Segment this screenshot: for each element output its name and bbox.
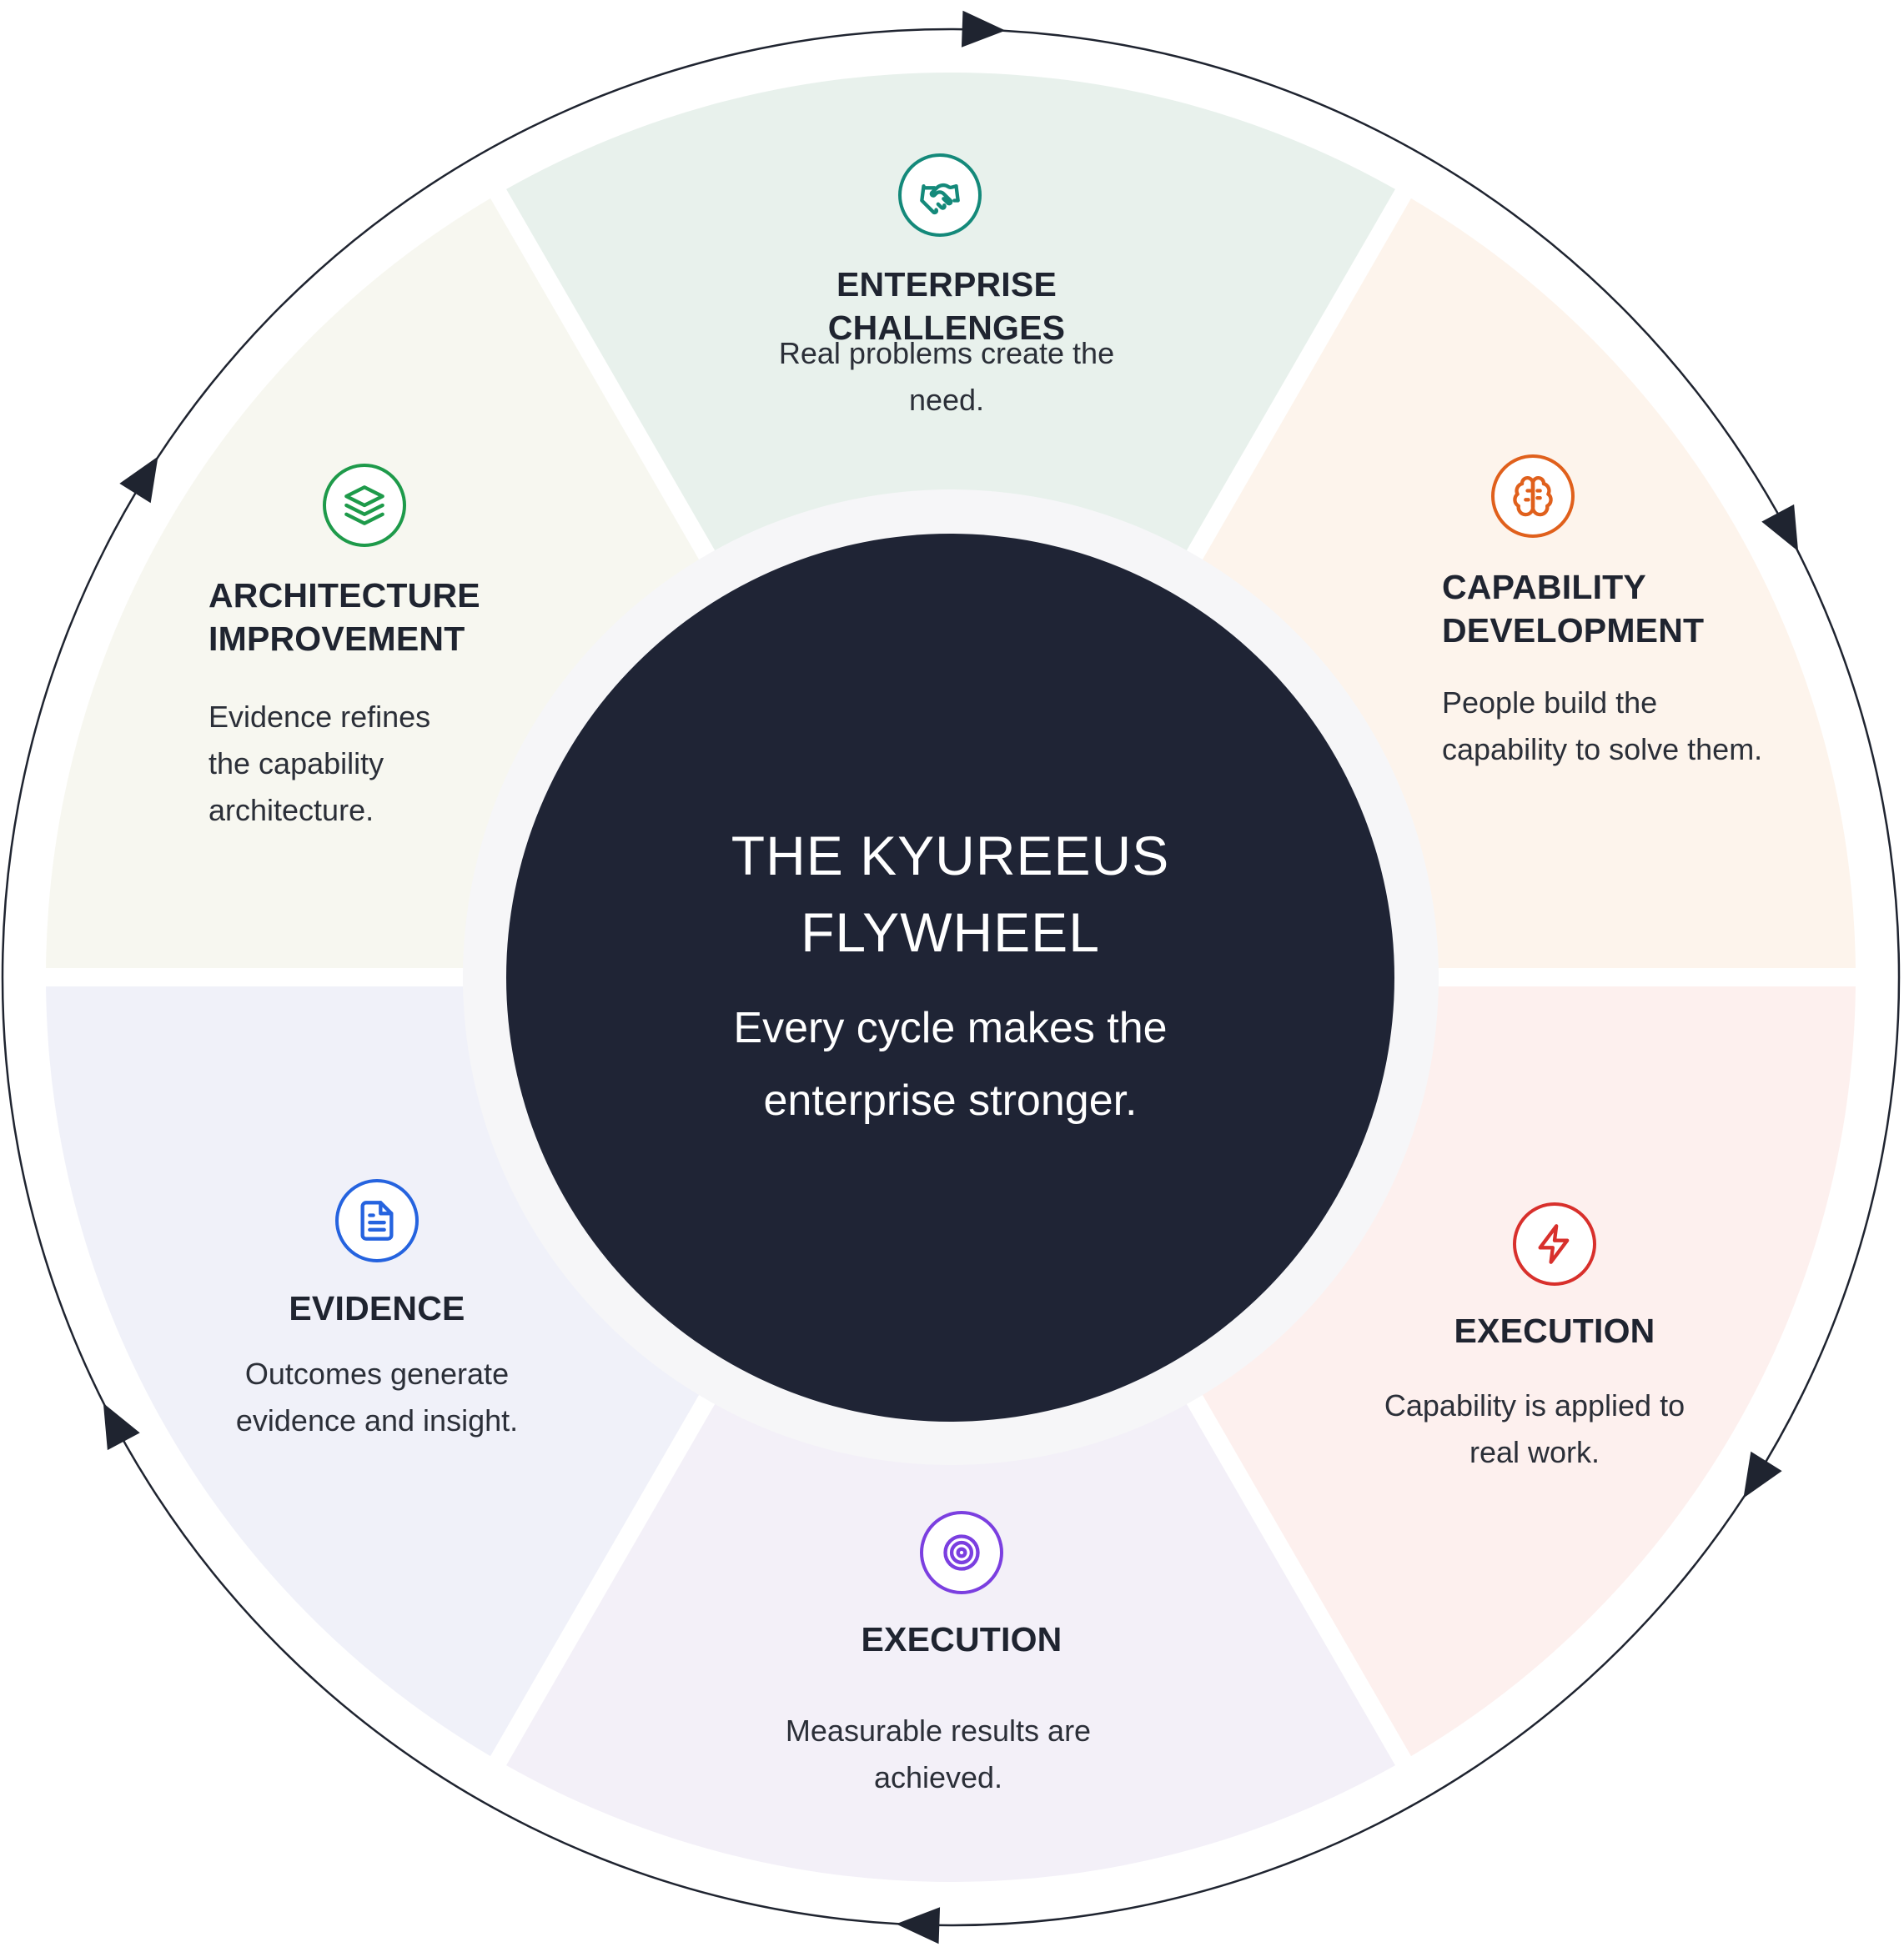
segment-description-line: Real problems create the — [778, 336, 1115, 370]
center-subtitle-line: enterprise stronger. — [763, 1076, 1138, 1125]
segment-description: Real problems create the need. — [713, 330, 1180, 424]
segment-title-line: ENTERPRISE CHALLENGES — [827, 265, 1066, 347]
segment-title-line: EXECUTION — [1454, 1312, 1655, 1350]
segment-description-line: architecture. — [208, 793, 374, 827]
cycle-arrow-icon — [961, 10, 1006, 48]
cycle-arrow-icon — [119, 456, 158, 504]
segment-description-line: real work. — [1469, 1435, 1600, 1469]
segment-description: Capability is applied to real work. — [1326, 1382, 1743, 1476]
center-subtitle-line: Every cycle makes the — [733, 1004, 1168, 1052]
segment-wedge-enterprise-challenges — [506, 73, 1395, 569]
segment-title: EVIDENCE — [168, 1287, 585, 1330]
segment-description-line: the capability — [208, 746, 384, 780]
segment-wedge-execution-applied — [1192, 986, 1856, 1757]
segment-title-line: EVIDENCE — [289, 1289, 465, 1327]
target-icon — [920, 1511, 1003, 1594]
segment-description: People build the capability to solve the… — [1442, 680, 1842, 773]
segment-description: Outcomes generate evidence and insight. — [168, 1351, 585, 1444]
handshake-icon — [898, 153, 982, 237]
center-title: THE KYUREEUS FLYWHEEL — [506, 817, 1394, 971]
segment-title-line: EXECUTION — [861, 1620, 1063, 1658]
segment-title: ENTERPRISE CHALLENGES — [713, 263, 1180, 349]
segment-description-line: Evidence refines — [208, 700, 431, 734]
segment-title-line: CAPABILITY — [1442, 568, 1646, 606]
cycle-arrow-icon — [896, 1907, 941, 1944]
segment-wedge-architecture-improvement — [46, 198, 710, 969]
segment-description: Evidence refines the capability architec… — [208, 694, 575, 834]
cycle-arrow-icon — [1761, 504, 1799, 552]
segment-description-line: Outcomes generate — [244, 1357, 510, 1391]
segment-description-line: Capability is applied to — [1384, 1388, 1685, 1423]
flywheel-center: THE KYUREEUS FLYWHEEL Every cycle makes … — [506, 534, 1394, 1422]
center-title-line: FLYWHEEL — [801, 901, 1100, 963]
cycle-arrow-icon — [103, 1403, 140, 1451]
center-title-line: THE KYUREEUS — [731, 825, 1170, 886]
segment-description-line: evidence and insight. — [235, 1403, 519, 1438]
lightning-icon — [1513, 1202, 1596, 1286]
segment-description-line: People build the — [1442, 685, 1658, 720]
segment-description-line: need. — [908, 383, 985, 417]
cycle-arrow-icon — [1743, 1451, 1782, 1498]
segment-title: ARCHITECTURE IMPROVEMENT — [208, 574, 575, 660]
segment-title-line: DEVELOPMENT — [1442, 611, 1705, 650]
brain-icon — [1491, 454, 1575, 538]
segment-description-line: capability to solve them. — [1442, 732, 1763, 766]
document-icon — [335, 1179, 419, 1262]
segment-title-line: IMPROVEMENT — [208, 620, 465, 658]
segment-title: CAPABILITY DEVELOPMENT — [1442, 565, 1842, 652]
segment-title-line: ARCHITECTURE — [208, 576, 480, 615]
center-subtitle: Every cycle makes the enterprise stronge… — [506, 992, 1394, 1137]
outer-cycle-ring — [1, 28, 1901, 1927]
segment-wedge-capability-development — [1192, 198, 1856, 969]
segment-description-line: Measurable results are — [785, 1714, 1092, 1748]
segment-description: Measurable results are achieved. — [730, 1708, 1147, 1801]
layers-icon — [323, 464, 406, 547]
segment-wedge-execution-results — [506, 1386, 1395, 1882]
segment-title: EXECUTION — [1346, 1309, 1763, 1352]
segment-title: EXECUTION — [753, 1618, 1170, 1661]
segment-wedge-evidence — [46, 986, 710, 1757]
segment-description-line: achieved. — [873, 1760, 1003, 1794]
